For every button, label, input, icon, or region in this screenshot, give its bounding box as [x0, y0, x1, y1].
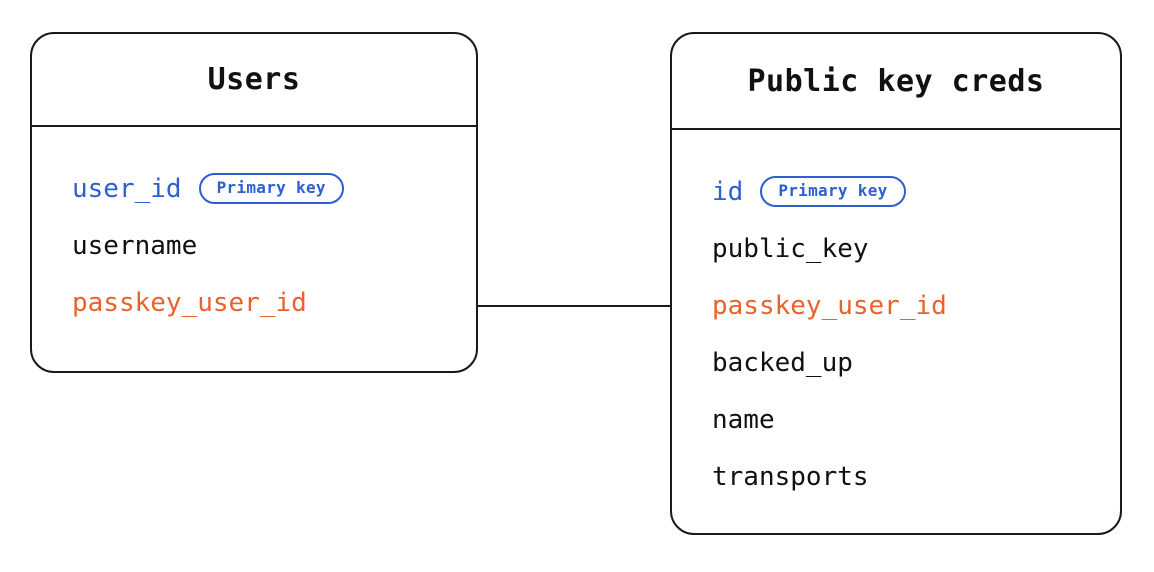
- entity-title-public-key-creds: Public key creds: [747, 63, 1045, 99]
- field-name-username: username: [72, 230, 198, 261]
- relationship-connector-passkey-user-id: [478, 305, 670, 307]
- field-row-passkey-user-id[interactable]: passkey_user_id: [712, 277, 1100, 334]
- field-name-backed-up: backed_up: [712, 347, 853, 378]
- entity-header-users: Users: [32, 34, 476, 127]
- primary-key-badge: Primary key: [760, 175, 906, 208]
- primary-key-badge: Primary key: [198, 172, 344, 205]
- field-row-public-key[interactable]: public_key: [712, 220, 1100, 277]
- field-row-user-id[interactable]: user_id Primary key: [72, 160, 456, 217]
- field-name-public-key: public_key: [712, 233, 869, 264]
- primary-key-badge-label: Primary key: [778, 180, 888, 200]
- field-name-passkey-user-id: passkey_user_id: [712, 290, 947, 321]
- entity-header-public-key-creds: Public key creds: [672, 34, 1120, 130]
- field-row-username[interactable]: username: [72, 217, 456, 274]
- field-row-name[interactable]: name: [712, 391, 1100, 448]
- entity-title-users: Users: [207, 62, 301, 97]
- entity-field-list-public-key-creds: id Primary key public_key passkey_user_i…: [672, 130, 1120, 505]
- field-row-id[interactable]: id Primary key: [712, 163, 1100, 220]
- field-name-transports: transports: [712, 461, 869, 492]
- entity-card-users[interactable]: Users user_id Primary key username passk…: [30, 32, 478, 373]
- primary-key-badge-label: Primary key: [216, 177, 326, 197]
- field-row-transports[interactable]: transports: [712, 448, 1100, 505]
- field-name-user-id: user_id: [72, 173, 182, 204]
- field-name-name: name: [712, 404, 775, 435]
- field-row-passkey-user-id[interactable]: passkey_user_id: [72, 274, 456, 331]
- field-name-id: id: [712, 176, 744, 207]
- entity-card-public-key-creds[interactable]: Public key creds id Primary key public_k…: [670, 32, 1122, 535]
- field-name-passkey-user-id: passkey_user_id: [72, 287, 307, 318]
- entity-field-list-users: user_id Primary key username passkey_use…: [32, 127, 476, 331]
- field-row-backed-up[interactable]: backed_up: [712, 334, 1100, 391]
